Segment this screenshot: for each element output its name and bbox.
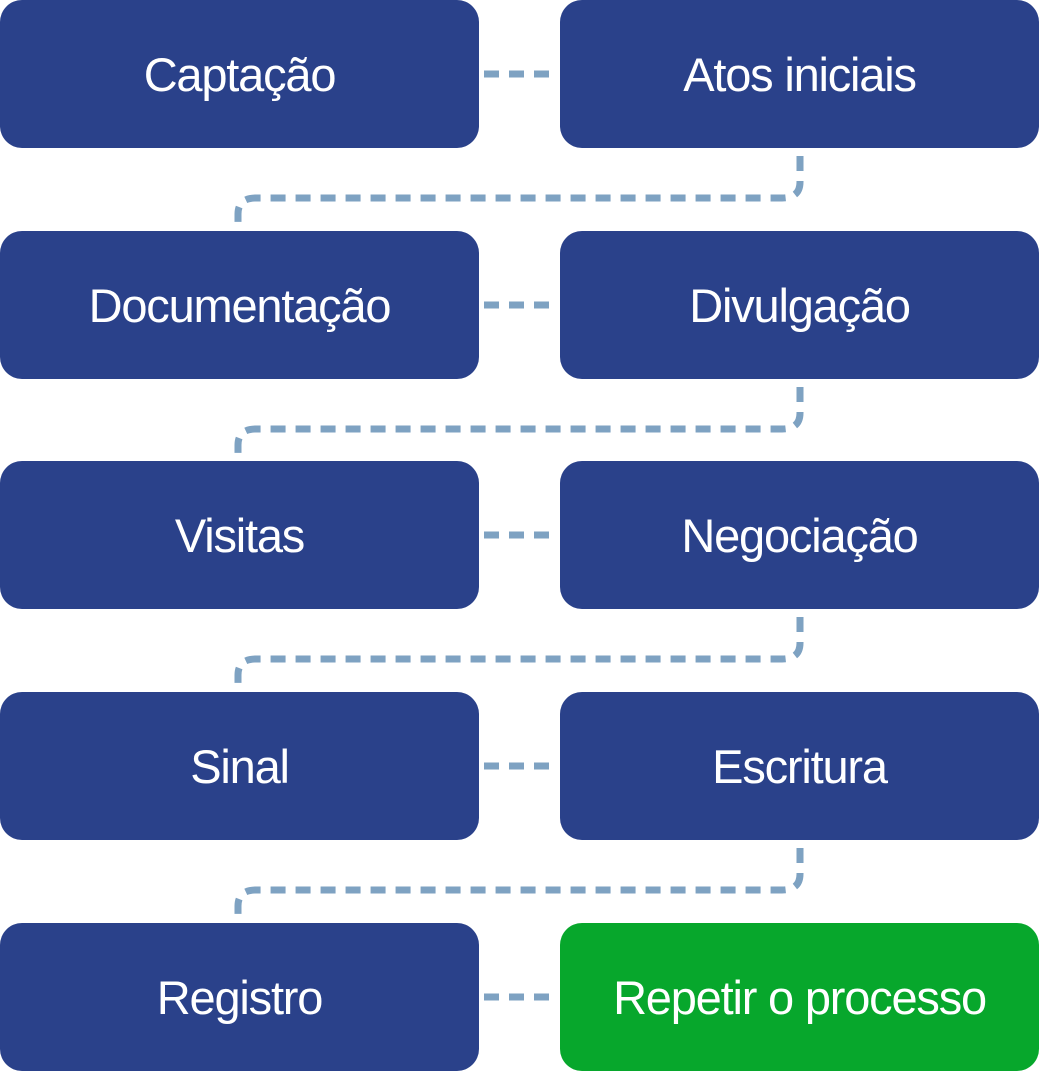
step-box-8: Escritura (560, 692, 1039, 840)
step-label: Visitas (174, 508, 305, 562)
row-connector-4 (234, 848, 804, 923)
step-box-1: Captação (0, 0, 479, 148)
step-label: Registro (156, 970, 324, 1024)
step-label: Escritura (712, 739, 888, 793)
step-box-2: Atos iniciais (560, 0, 1039, 148)
step-label: Sinal (190, 739, 290, 793)
step-box-3: Documentação (0, 231, 479, 379)
step-label: Captação (143, 47, 337, 101)
step-box-6: Negociação (560, 461, 1039, 609)
step-box-5: Visitas (0, 461, 479, 609)
step-label: Repetir o processo (613, 970, 987, 1024)
row-connector-1 (234, 156, 804, 231)
step-label: Divulgação (689, 278, 911, 332)
step-box-7: Sinal (0, 692, 479, 840)
step-label: Negociação (681, 508, 918, 562)
row-connector-2 (234, 387, 804, 461)
step-label: Documentação (88, 278, 392, 332)
step-label: Atos iniciais (683, 47, 917, 101)
row-connector-3 (234, 617, 804, 692)
step-box-10: Repetir o processo (560, 923, 1039, 1071)
step-box-9: Registro (0, 923, 479, 1071)
step-box-4: Divulgação (560, 231, 1039, 379)
